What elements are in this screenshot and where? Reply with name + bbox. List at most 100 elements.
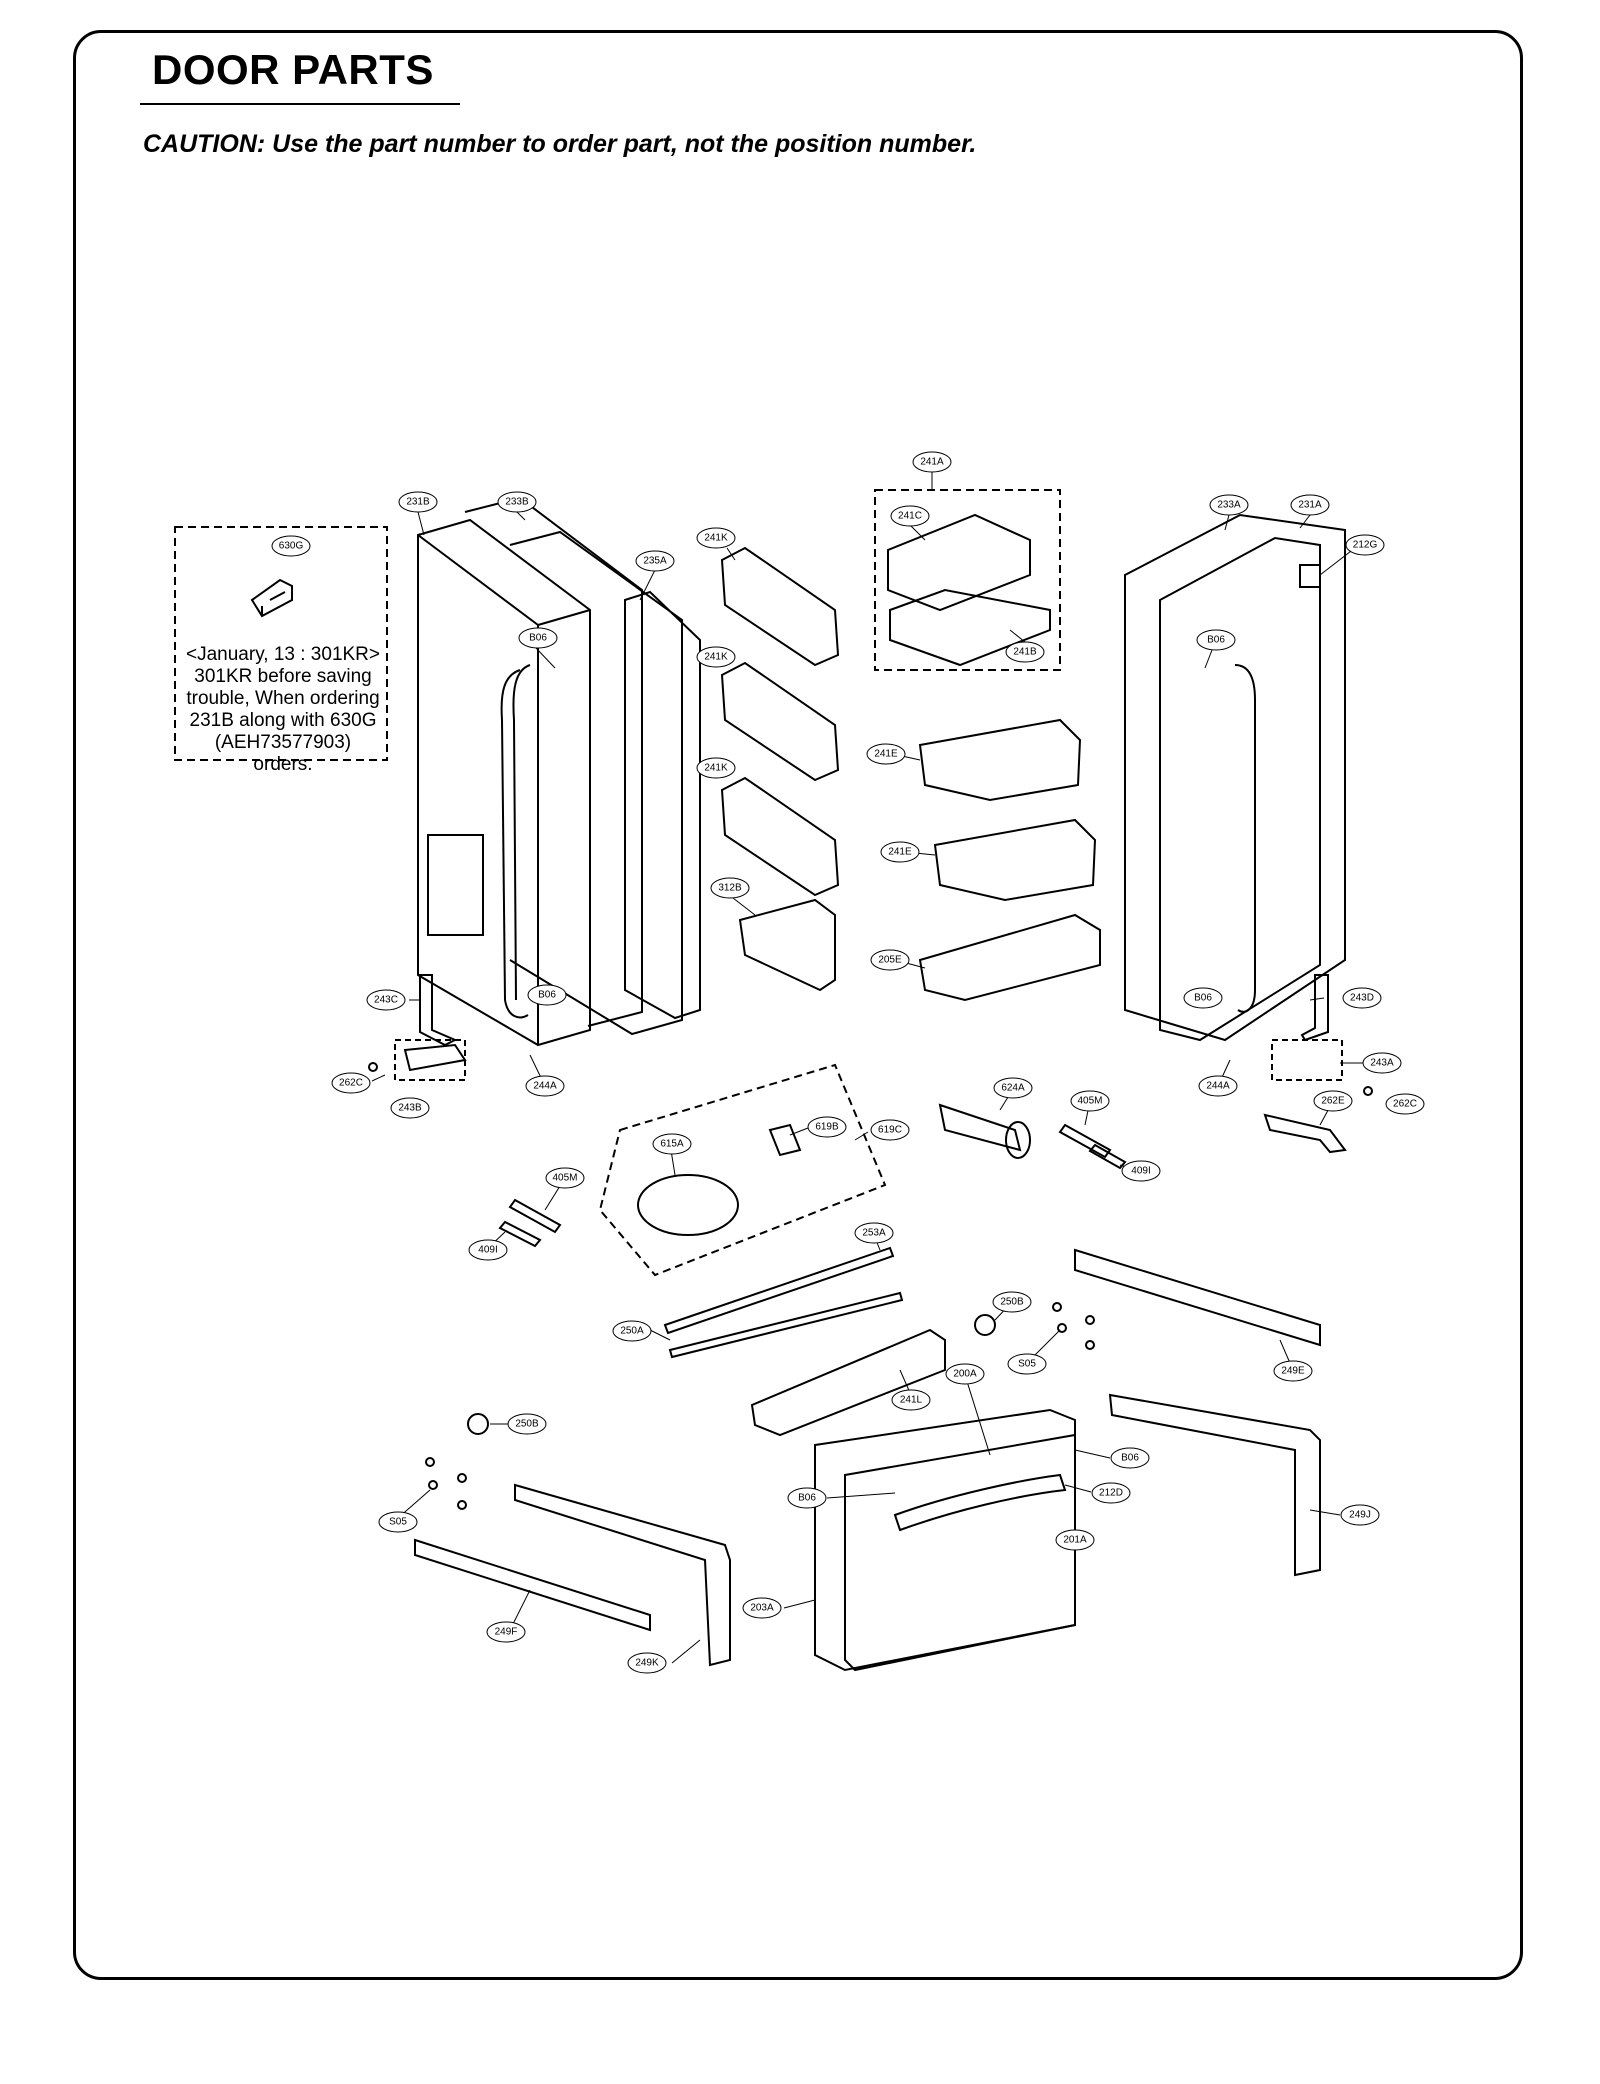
callout-label: 241K xyxy=(704,533,728,544)
callout-oval xyxy=(390,1097,430,1119)
hinge-243b xyxy=(403,1043,467,1072)
callout-s05: S05 xyxy=(1007,1353,1047,1375)
callout-label: 312B xyxy=(718,883,742,894)
callout-oval xyxy=(870,949,910,971)
callout-205e: 205E xyxy=(870,949,910,971)
bracket-249j xyxy=(1108,1393,1321,1577)
callout-241l: 241L xyxy=(891,1389,931,1411)
rail-253a xyxy=(663,1246,895,1335)
callout-oval xyxy=(1313,1090,1353,1112)
title-underline xyxy=(140,103,460,105)
callout-oval xyxy=(1121,1160,1161,1182)
callout-405m: 405M xyxy=(1070,1090,1110,1112)
callout-250b: 250B xyxy=(507,1413,547,1435)
slide-249e xyxy=(1074,1248,1321,1347)
callout-253a: 253A xyxy=(854,1222,894,1244)
page-title: DOOR PARTS xyxy=(152,46,434,93)
callout-oval xyxy=(696,757,736,779)
callout-label: 241B xyxy=(1013,647,1037,658)
callout-label: 615A xyxy=(660,1139,684,1150)
callout-oval xyxy=(525,1075,565,1097)
callout-oval xyxy=(1005,641,1045,663)
callout-b06: B06 xyxy=(1183,987,1223,1009)
bracket-249k xyxy=(514,1483,731,1667)
callout-619b: 619B xyxy=(807,1116,847,1138)
callout-241k: 241K xyxy=(696,646,736,668)
page-frame xyxy=(73,30,1523,1980)
callout-label: 243A xyxy=(1370,1058,1394,1069)
callout-oval xyxy=(545,1167,585,1189)
callout-201a: 201A xyxy=(1055,1529,1095,1551)
callout-label: 262C xyxy=(1393,1099,1417,1110)
callout-615a: 615A xyxy=(652,1133,692,1155)
callout-212d: 212D xyxy=(1091,1482,1131,1504)
callout-249f: 249F xyxy=(486,1621,526,1643)
callout-label: 231A xyxy=(1298,500,1322,511)
callout-label: 262C xyxy=(339,1078,363,1089)
gear-250b-left xyxy=(467,1413,489,1435)
callout-212g: 212G xyxy=(1345,534,1385,556)
callout-241a: 241A xyxy=(912,451,952,473)
callout-405m: 405M xyxy=(545,1167,585,1189)
callout-label: 405M xyxy=(1077,1096,1102,1107)
callout-oval xyxy=(787,1487,827,1509)
callout-oval xyxy=(880,841,920,863)
callout-233b: 233B xyxy=(497,491,537,513)
callout-label: 205E xyxy=(878,955,902,966)
callout-label: 201A xyxy=(1063,1535,1087,1546)
callout-label: 200A xyxy=(953,1369,977,1380)
callout-oval xyxy=(1055,1529,1095,1551)
callout-oval xyxy=(1342,987,1382,1009)
callout-oval xyxy=(507,1413,547,1435)
callout-label: 249E xyxy=(1281,1366,1305,1377)
callout-249e: 249E xyxy=(1273,1360,1313,1382)
filter-615a xyxy=(637,1174,739,1236)
callout-b06: B06 xyxy=(787,1487,827,1509)
callout-oval xyxy=(696,646,736,668)
callout-oval xyxy=(1209,494,1249,516)
dashed-box-619c xyxy=(598,1063,887,1277)
callout-label: 244A xyxy=(1206,1081,1230,1092)
callout-label: 249J xyxy=(1349,1510,1371,1521)
callout-label: B06 xyxy=(538,990,556,1001)
callout-label: 241K xyxy=(704,652,728,663)
callout-243b: 243B xyxy=(390,1097,430,1119)
callout-oval xyxy=(870,1119,910,1141)
callout-oval xyxy=(696,527,736,549)
callout-oval xyxy=(635,550,675,572)
callout-oval xyxy=(612,1320,652,1342)
callout-oval xyxy=(945,1363,985,1385)
callout-oval xyxy=(527,984,567,1006)
callout-oval xyxy=(890,505,930,527)
callout-oval xyxy=(866,743,906,765)
callout-label: 619B xyxy=(815,1122,839,1133)
note-line: 231B along with 630G xyxy=(189,710,377,731)
callout-label: 409I xyxy=(478,1245,497,1256)
callout-241e: 241E xyxy=(880,841,920,863)
callout-label: 243D xyxy=(1350,993,1374,1004)
callout-label: 212D xyxy=(1099,1488,1123,1499)
rail-249f xyxy=(414,1538,651,1632)
callout-262c: 262C xyxy=(331,1072,371,1094)
callout-label: 243C xyxy=(374,995,398,1006)
callout-label: 233B xyxy=(505,497,529,508)
callout-630g: 630G xyxy=(271,535,311,557)
hinge-243a-box xyxy=(1271,1039,1343,1081)
callout-619c: 619C xyxy=(870,1119,910,1141)
callout-oval xyxy=(627,1652,667,1674)
callout-label: 250B xyxy=(1000,1297,1024,1308)
callout-label: 624A xyxy=(1001,1083,1025,1094)
callout-label: 235A xyxy=(643,556,667,567)
callout-249k: 249K xyxy=(627,1652,667,1674)
callout-label: 619C xyxy=(878,1125,902,1136)
callout-b06: B06 xyxy=(1110,1447,1150,1469)
callout-oval xyxy=(652,1133,692,1155)
callout-oval xyxy=(1198,1075,1238,1097)
rail-250a xyxy=(668,1291,904,1359)
callout-label: 250B xyxy=(515,1419,539,1430)
callout-oval xyxy=(912,451,952,473)
callout-label: B06 xyxy=(1121,1453,1139,1464)
callout-409i: 409I xyxy=(468,1239,508,1261)
water-filter-624a xyxy=(938,1103,1022,1152)
